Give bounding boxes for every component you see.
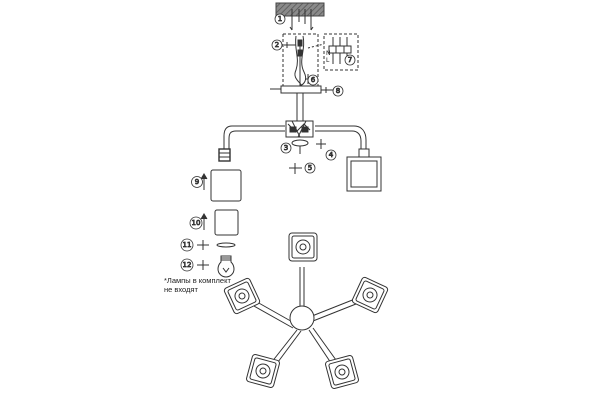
wire-label-l: L [326,57,330,64]
svg-text:1: 1 [278,15,282,23]
callout-3: 3 [280,142,292,154]
svg-text:5: 5 [308,164,312,172]
callout-1: 1 [274,13,286,25]
arm-left-inner [228,130,285,149]
arm-right [315,125,367,149]
callout-9: 9 [191,176,203,188]
ring-11 [197,240,236,250]
svg-text:3: 3 [284,144,288,152]
part-5 [289,163,302,174]
part-4 [316,139,326,149]
ceiling-screws [289,9,314,31]
canopy [280,85,322,94]
shade-outer [210,169,242,202]
svg-text:9: 9 [195,178,199,186]
callout-11: 11 [180,238,194,252]
callout-10: 10 [189,216,203,230]
top-view-hub [289,305,315,331]
svg-text:10: 10 [192,219,201,227]
wires [294,35,307,88]
callout-6: 6 [307,74,319,86]
callout-12: 12 [180,258,194,272]
screw-8 [321,87,334,93]
top-view [223,232,389,389]
central-hub [285,120,314,154]
ceiling [275,2,325,17]
wire-detail-box [323,33,359,71]
svg-text:12: 12 [183,261,192,269]
svg-text:4: 4 [329,151,334,159]
top-view-shade-right [351,276,389,314]
arm-left [223,125,285,149]
callout-5: 5 [304,162,316,174]
left-socket [218,148,231,162]
top-view-shade-left [223,277,261,315]
shade-inner [214,209,239,236]
right-socket [358,148,370,158]
top-view-shade-bottom-right [325,355,359,389]
wire-label-n: N [326,50,331,57]
svg-text:8: 8 [336,87,340,95]
screw-2 [284,42,296,48]
callout-4: 4 [325,149,337,161]
svg-text:11: 11 [183,241,192,249]
callout-8: 8 [332,85,344,97]
top-view-shade-bottom-left [246,354,280,388]
svg-text:7: 7 [348,56,352,64]
callout-7: 7 [344,54,356,66]
svg-text:2: 2 [275,41,279,49]
top-view-shade-top [288,232,318,262]
bulb-icon [197,255,235,278]
arm-right-inner [315,130,362,149]
right-shade-inner [350,160,378,188]
callout-2: 2 [271,39,283,51]
svg-text:6: 6 [311,76,316,84]
right-shade-outer [346,156,382,192]
lamps-not-included-note: *Лампы в комплект не входят [164,276,231,294]
